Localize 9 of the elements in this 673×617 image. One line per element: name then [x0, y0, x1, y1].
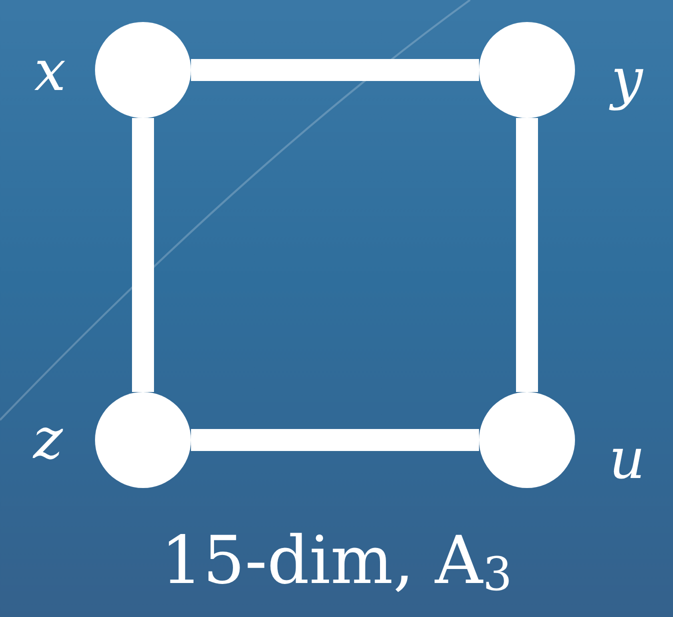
caption: 15-dim, A$_{3}$: [160, 528, 514, 598]
vertex-label: u: [608, 432, 646, 488]
vertex-label: z: [33, 412, 63, 468]
connector-line: [132, 118, 154, 392]
connector-line: [191, 59, 479, 81]
vertex-label: x: [34, 44, 66, 100]
connector-line: [516, 118, 538, 392]
connector-line: [191, 429, 479, 451]
vertex-label: y: [611, 52, 643, 108]
